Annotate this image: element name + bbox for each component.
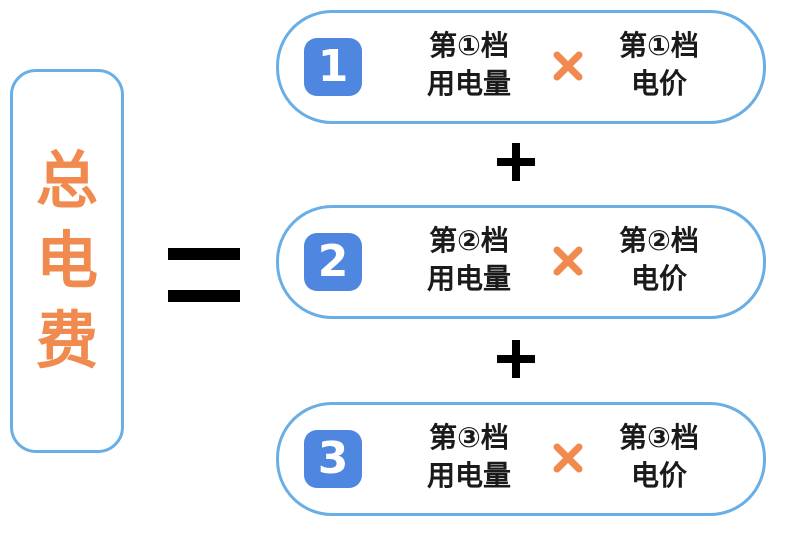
- tier-number-badge-2: 2: [304, 233, 362, 291]
- tier-number-badge-1: 1: [304, 38, 362, 96]
- tier-row-3: 3 第③档 用电量 第③档 电价: [276, 402, 766, 516]
- tier-3-usage-line-2: 用电量: [426, 459, 511, 492]
- equals-bar-bottom: [168, 290, 240, 302]
- total-fee-box: 总 电 费: [10, 69, 124, 453]
- times-icon: [553, 51, 583, 81]
- tier-1-usage-term: 第①档 用电量: [409, 29, 529, 101]
- tier-1-price-line-2: 电价: [630, 67, 687, 100]
- times-icon: [553, 443, 583, 473]
- tier-2-price-line-2: 电价: [630, 262, 687, 295]
- plus-icon: [497, 340, 535, 378]
- equals-bar-top: [168, 248, 240, 260]
- tier-1-price-line-1: 第①档: [619, 29, 699, 62]
- tier-3-price-term: 第③档 电价: [599, 421, 719, 493]
- tier-1-usage-line-1: 第①档: [429, 29, 509, 62]
- tier-number-badge-3: 3: [304, 430, 362, 488]
- total-fee-char-3: 费: [35, 304, 98, 377]
- tier-row-1: 1 第①档 用电量 第①档 电价: [276, 10, 766, 124]
- plus-icon: [497, 143, 535, 181]
- tier-2-usage-term: 第②档 用电量: [409, 224, 529, 296]
- total-fee-char-1: 总: [35, 144, 98, 217]
- tier-2-price-term: 第②档 电价: [599, 224, 719, 296]
- tier-2-usage-line-2: 用电量: [426, 262, 511, 295]
- tier-1-price-term: 第①档 电价: [599, 29, 719, 101]
- tier-row-2: 2 第②档 用电量 第②档 电价: [276, 205, 766, 319]
- tier-3-price-line-1: 第③档: [619, 421, 699, 454]
- tier-2-price-line-1: 第②档: [619, 224, 699, 257]
- tier-2-usage-line-1: 第②档: [429, 224, 509, 257]
- total-fee-char-2: 电: [35, 224, 98, 297]
- tier-3-usage-line-1: 第③档: [429, 421, 509, 454]
- tier-3-price-line-2: 电价: [630, 459, 687, 492]
- tier-1-usage-line-2: 用电量: [426, 67, 511, 100]
- equals-icon: [168, 248, 240, 302]
- tier-3-usage-term: 第③档 用电量: [409, 421, 529, 493]
- times-icon: [553, 246, 583, 276]
